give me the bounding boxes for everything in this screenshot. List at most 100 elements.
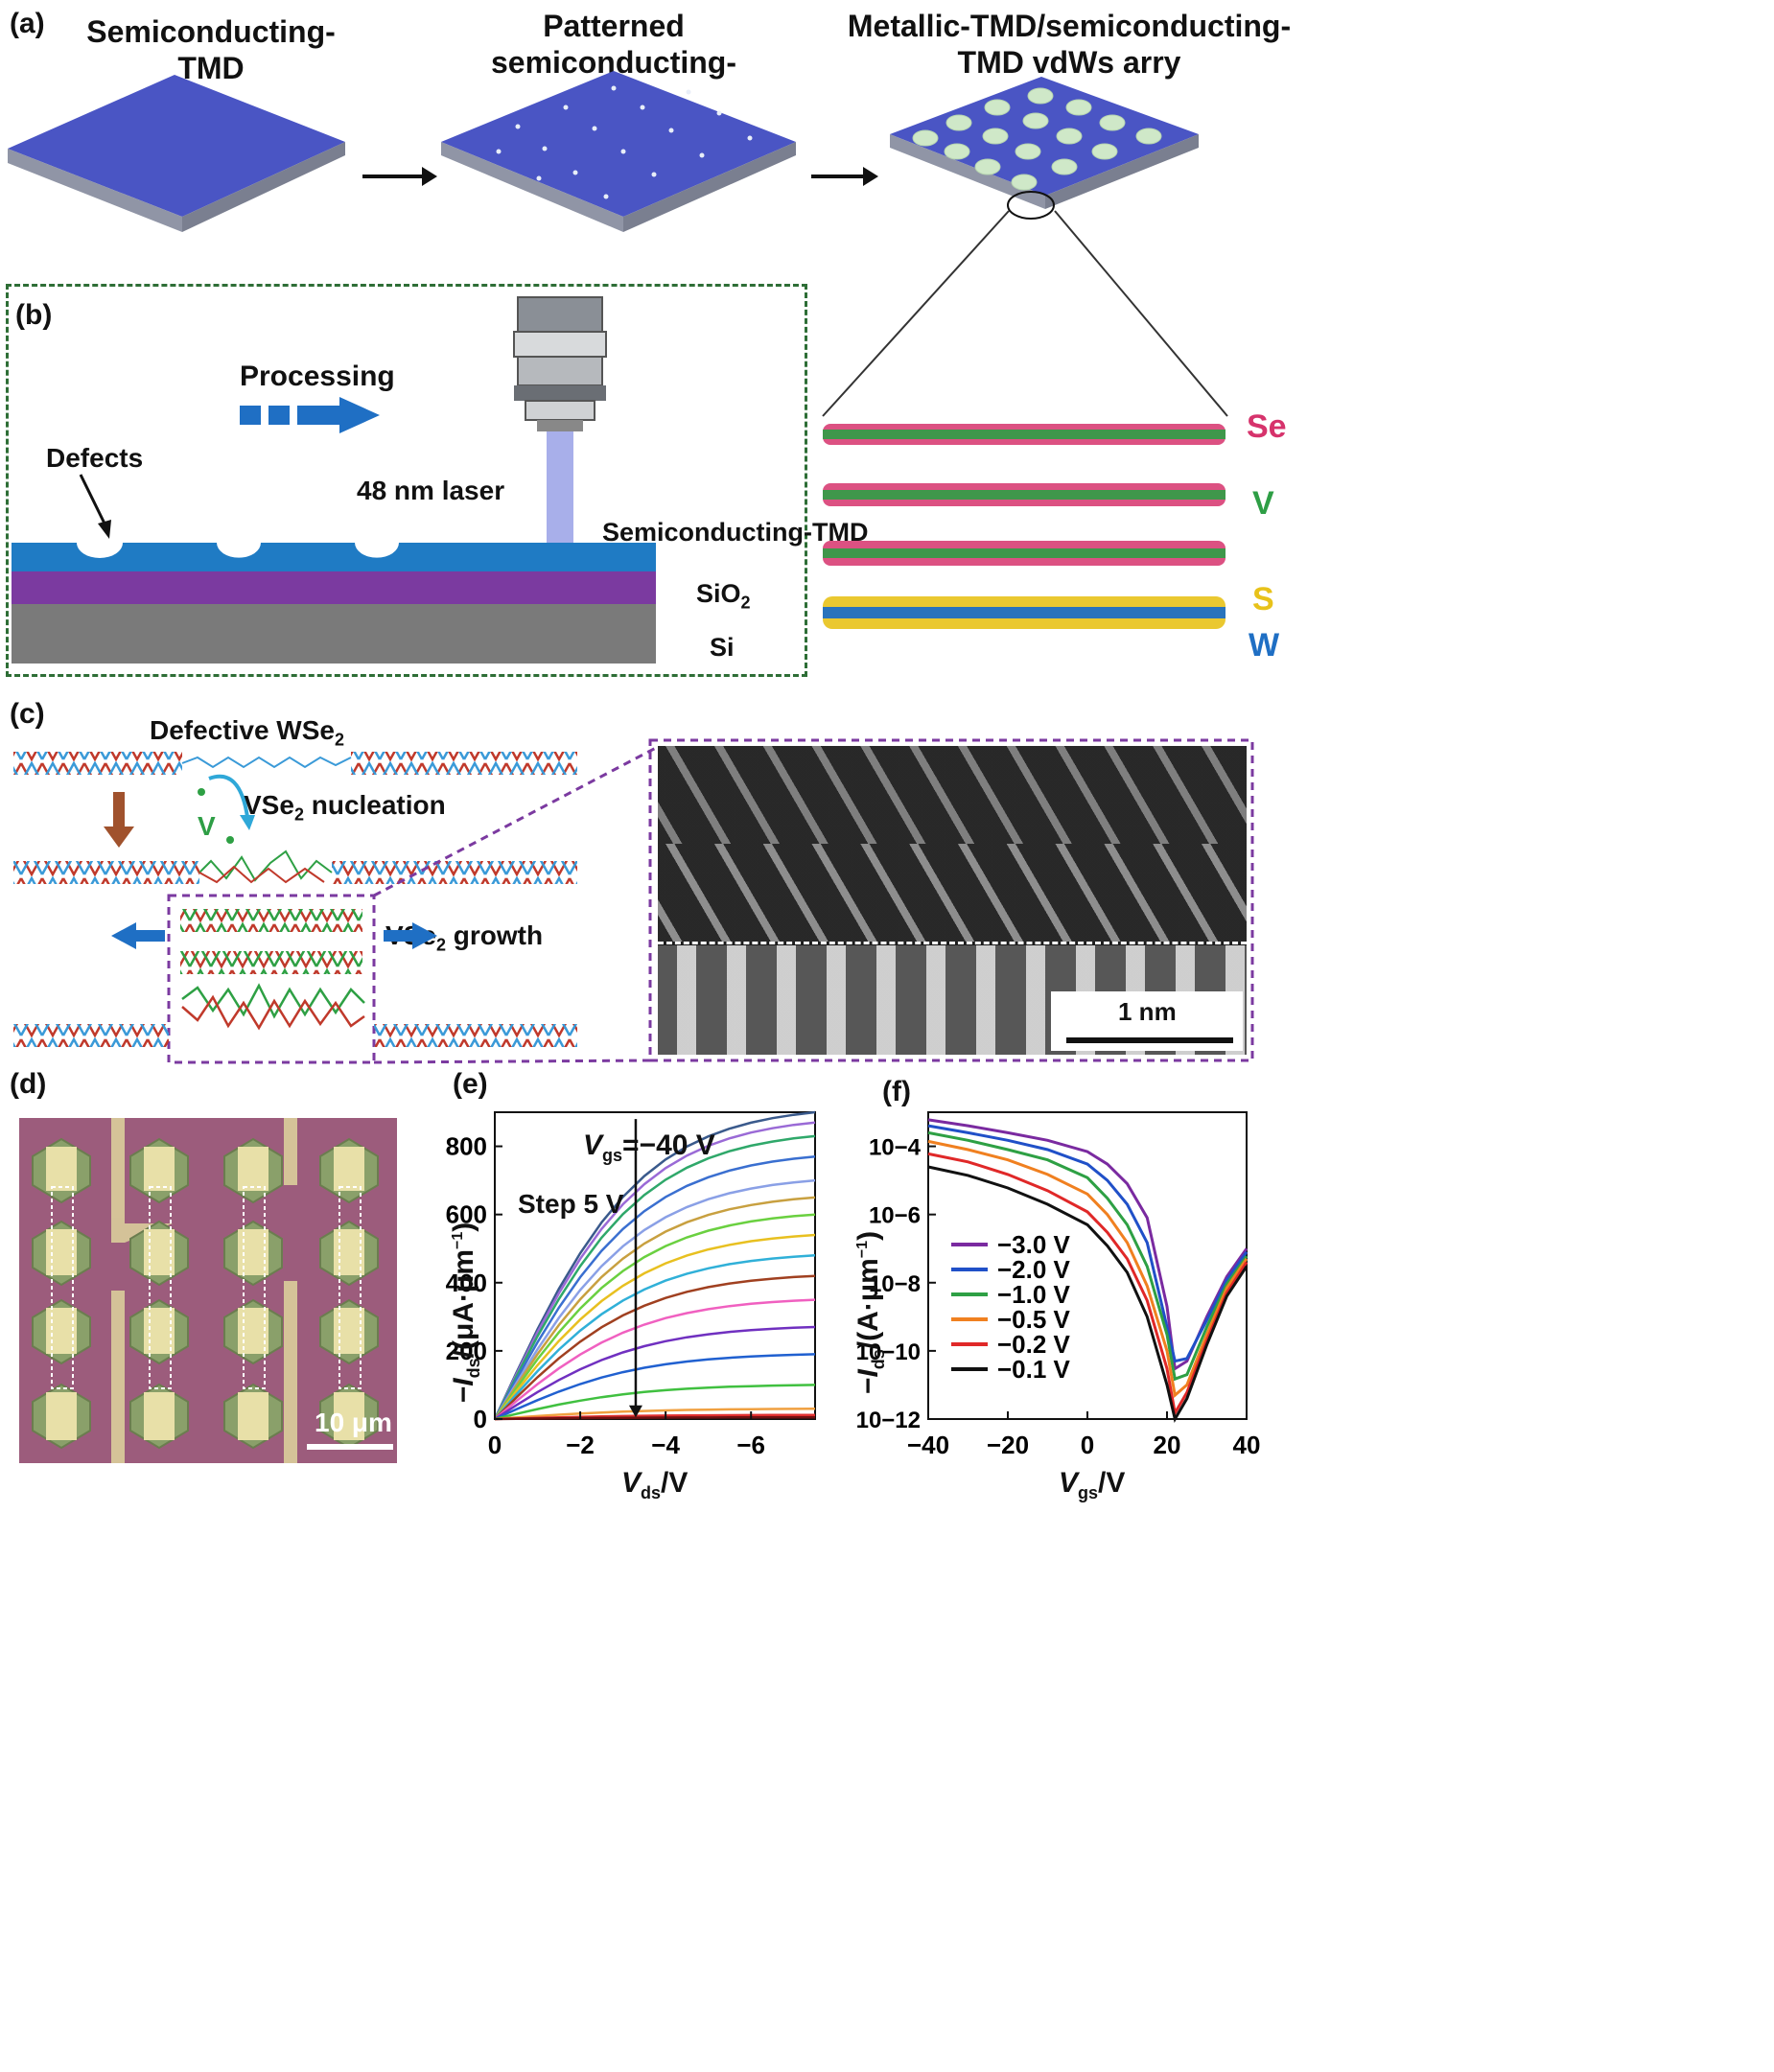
vse2-layer bbox=[823, 483, 1225, 506]
iv-curve bbox=[494, 1415, 815, 1421]
chart-f-xlabel: Vgs/V bbox=[1059, 1467, 1126, 1502]
ws2-layer bbox=[823, 596, 1225, 629]
iv-curve bbox=[494, 1274, 816, 1420]
iv-curve bbox=[493, 1121, 816, 1420]
stem-scalebar bbox=[1066, 1037, 1233, 1043]
iv-curve bbox=[494, 1233, 816, 1420]
y-tick-label: 800 bbox=[446, 1132, 487, 1161]
layer-tmd-label: Semiconducting-TMD bbox=[602, 518, 869, 547]
processing-label: Processing bbox=[240, 361, 395, 392]
y-tick-label: 10−12 bbox=[856, 1408, 921, 1433]
v-atom-label: V bbox=[198, 811, 216, 841]
iv-curve bbox=[494, 1384, 816, 1421]
objective-lens-icon bbox=[513, 296, 607, 431]
transfer-curve bbox=[927, 1130, 1249, 1382]
chart-e-xlabel: Vds/V bbox=[621, 1467, 689, 1502]
iv-curve bbox=[493, 1154, 816, 1420]
element-v-label: V bbox=[1252, 485, 1274, 522]
panel-b-frame bbox=[6, 284, 807, 677]
step-arrowhead bbox=[628, 1405, 642, 1418]
x-tick-label: 20 bbox=[1154, 1431, 1181, 1459]
panel-a-title-3: Metallic-TMD/semiconducting-TMD vdWs arr… bbox=[847, 9, 1292, 81]
arrow-right-icon bbox=[362, 167, 437, 186]
slab-patterned bbox=[441, 71, 796, 232]
legend-label: −0.2 V bbox=[997, 1330, 1071, 1359]
chart-e-ylabel: −Ids/(μA·μm−1) bbox=[448, 1222, 483, 1404]
defect-hole bbox=[217, 543, 261, 558]
iv-curve bbox=[493, 1134, 816, 1420]
transfer-curve bbox=[927, 1165, 1249, 1424]
legend-label: −1.0 V bbox=[997, 1280, 1071, 1309]
optical-scalebar-label: 10 μm bbox=[315, 1408, 392, 1437]
legend-label: −0.5 V bbox=[997, 1305, 1071, 1334]
chart-e-frame bbox=[494, 1111, 816, 1420]
y-tick-label: 400 bbox=[446, 1269, 487, 1297]
crystal-structure bbox=[822, 210, 1228, 629]
iv-curve bbox=[494, 1254, 816, 1420]
y-tick-label: 10−6 bbox=[869, 1203, 921, 1229]
x-tick-label: −4 bbox=[651, 1431, 680, 1459]
vse2-nucleation-label: VSe2 nucleation bbox=[244, 790, 446, 825]
iv-curve bbox=[493, 1110, 816, 1420]
defects-label: Defects bbox=[46, 443, 144, 473]
panel-a-slabs bbox=[8, 71, 1199, 232]
transfer-curve bbox=[927, 1124, 1249, 1363]
vgs-annotation: Vgs=−40 V bbox=[583, 1129, 715, 1165]
chart-f-frame bbox=[927, 1111, 1248, 1420]
x-tick-label: −20 bbox=[987, 1431, 1029, 1459]
panel-b-schematic bbox=[12, 296, 656, 664]
layer-sio2-label: SiO2 bbox=[696, 579, 751, 613]
slab-array bbox=[890, 77, 1199, 220]
legend-label: −3.0 V bbox=[997, 1230, 1071, 1259]
x-tick-label: 40 bbox=[1233, 1431, 1261, 1459]
panel-d-label: (d) bbox=[10, 1068, 47, 1100]
panel-b-label: (b) bbox=[15, 299, 53, 331]
transfer-curve bbox=[927, 1152, 1249, 1417]
panel-f-label: (f) bbox=[882, 1076, 911, 1107]
y-tick-label: 600 bbox=[446, 1200, 487, 1229]
vse2-layer bbox=[823, 424, 1225, 445]
arrow-right-icon bbox=[811, 167, 878, 186]
y-tick-label: 10−4 bbox=[869, 1135, 922, 1161]
defect-hole bbox=[77, 543, 123, 558]
chart-f-ylabel: −Ids/(A·μm−1) bbox=[852, 1230, 888, 1395]
x-tick-label: 0 bbox=[488, 1431, 502, 1459]
element-s-label: S bbox=[1252, 581, 1274, 617]
y-tick-label: 200 bbox=[446, 1337, 487, 1365]
slab-plain bbox=[8, 75, 345, 232]
element-w-label: W bbox=[1249, 627, 1280, 664]
processing-arrow-icon bbox=[240, 397, 380, 433]
element-se-label: Se bbox=[1247, 408, 1287, 445]
x-tick-label: −2 bbox=[566, 1431, 595, 1459]
iv-curve bbox=[493, 1196, 816, 1420]
iv-curve bbox=[494, 1325, 816, 1421]
x-tick-label: 0 bbox=[1081, 1431, 1094, 1459]
layer-si bbox=[12, 604, 656, 664]
y-tick-label: 10−8 bbox=[869, 1271, 921, 1297]
iv-curve bbox=[494, 1298, 816, 1420]
defect-hole bbox=[355, 543, 399, 558]
panel-a-label: (a) bbox=[10, 8, 45, 39]
laser-beam bbox=[547, 431, 573, 545]
vse2-layer bbox=[823, 541, 1225, 566]
layer-sio2 bbox=[12, 571, 656, 604]
defect-arrow bbox=[79, 474, 107, 526]
x-tick-label: −40 bbox=[907, 1431, 949, 1459]
legend-label: −2.0 V bbox=[997, 1255, 1071, 1284]
legend-label: −0.1 V bbox=[997, 1355, 1071, 1384]
panel-a-title-1: Semiconducting-TMD bbox=[86, 14, 336, 86]
panel-c-label: (c) bbox=[10, 698, 45, 730]
defective-wse2-label: Defective WSe2 bbox=[150, 715, 344, 750]
panel-c-schematic bbox=[13, 738, 1254, 1064]
panel-e-label: (e) bbox=[453, 1068, 488, 1100]
layer-si-label: Si bbox=[710, 633, 735, 662]
step-annotation: Step 5 V bbox=[518, 1189, 624, 1219]
iv-curve bbox=[494, 1353, 816, 1421]
laser-label: 48 nm laser bbox=[357, 476, 505, 505]
x-tick-label: −6 bbox=[736, 1431, 765, 1459]
iv-curve bbox=[494, 1408, 816, 1421]
optical-image: 10 μm bbox=[19, 1118, 397, 1463]
transfer-curve bbox=[927, 1139, 1249, 1398]
